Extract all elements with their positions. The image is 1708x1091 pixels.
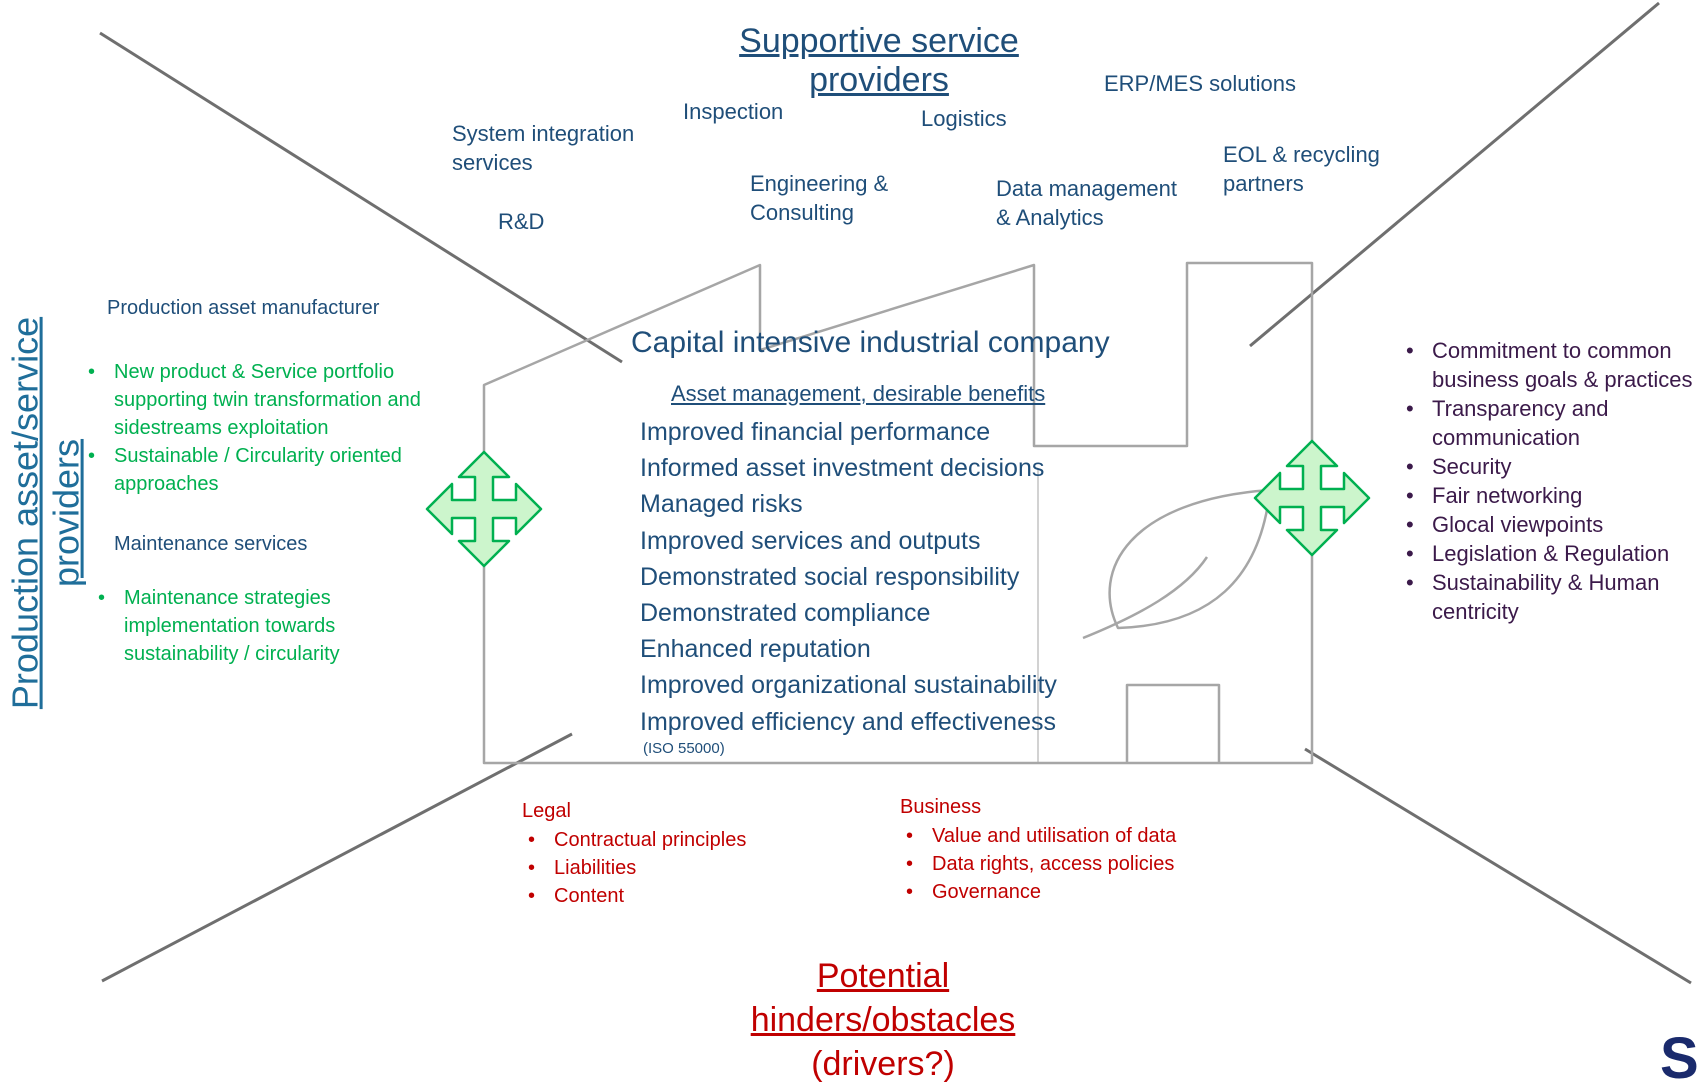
provider-rd: R&D [498,209,545,234]
benefits-list: Improved financial performance Informed … [640,414,1057,740]
diagonal-top-left [99,31,623,364]
logo-fragment: S [1660,1026,1699,1091]
list-item: Maintenance strategies implementation to… [92,584,382,668]
provider-engineering: Engineering & Consulting [750,171,889,225]
company-title: Capital intensive industrial company [631,326,1110,359]
list-item: Liabilities [522,854,746,882]
list-item: Fair networking [1400,481,1700,510]
move-arrows-icon-right [1253,439,1371,557]
maintenance-bullets: Maintenance strategies implementation to… [92,584,382,668]
list-item: Demonstrated social responsibility [640,562,1020,591]
list-item: Improved financial performance [640,418,991,446]
list-item: Governance [900,878,1176,906]
list-item: Glocal viewpoints [1400,510,1700,539]
list-item: Data rights, access policies [900,850,1176,878]
legal-bullets: Contractual principles Liabilities Conte… [522,826,746,910]
maintenance-heading: Maintenance services [114,533,308,555]
diagonal-bottom-left [101,732,573,983]
provider-data-management: Data management & Analytics [996,176,1177,230]
diagonal-bottom-right [1304,747,1692,985]
supportive-title: Supportive service providers [739,22,1019,100]
business-bullets: Value and utilisation of data Data right… [900,822,1176,906]
list-item: Security [1400,452,1700,481]
list-item: Improved services and outputs [640,526,981,555]
provider-logistics: Logistics [921,106,1007,131]
manufacturer-heading: Production asset manufacturer [107,297,380,319]
left-title-line1: Production asset/service [4,316,46,710]
list-item: Managed risks [640,490,803,519]
manufacturer-bullets: New product & Service portfolio supporti… [82,358,472,498]
list-item: Sustainable / Circularity oriented appro… [82,442,472,498]
list-item: Sustainability & Human centricity [1400,568,1700,626]
obstacles-title-line3: (drivers?) [811,1045,955,1083]
list-item: Content [522,882,746,910]
factory-door [1125,683,1221,763]
provider-eol-recycling: EOL & recycling partners [1223,142,1380,196]
list-item: Enhanced reputation [640,635,871,664]
obstacles-title: Potential hinders/obstacles (drivers?) [733,954,1033,1086]
list-item: Demonstrated compliance [640,599,931,628]
list-item: Commitment to common business goals & pr… [1400,336,1700,394]
leaf-icon [1108,488,1272,630]
list-item: Improved efficiency and effectiveness [640,707,1056,736]
list-item: Contractual principles [522,826,746,854]
left-title: Production asset/service providers [5,317,88,709]
list-item: Legislation & Regulation [1400,539,1700,568]
provider-inspection: Inspection [683,99,784,124]
list-item: Value and utilisation of data [900,822,1176,850]
provider-erp-mes: ERP/MES solutions [1104,71,1296,96]
list-item: Improved organizational sustainability [640,671,1057,700]
leaf-stem [1082,556,1209,640]
list-item: Transparency and communication [1400,394,1700,452]
diagonal-top-right [1249,1,1660,348]
list-item: New product & Service portfolio supporti… [82,358,472,442]
provider-system-integration: System integration services [452,121,635,175]
factory-outline [482,261,1314,765]
success-factors-list: Commitment to common business goals & pr… [1400,336,1700,626]
obstacles-title-line1: Potential [816,957,950,995]
business-heading: Business [900,796,982,818]
company-subtitle: Asset management, desirable benefits [671,381,1046,406]
obstacles-title-line2: hinders/obstacles [750,1001,1016,1039]
move-arrows-icon-left [425,450,543,568]
legal-heading: Legal [522,800,571,822]
list-item: Informed asset investment decisions [640,454,1045,483]
iso-source: (ISO 55000) [643,740,725,757]
